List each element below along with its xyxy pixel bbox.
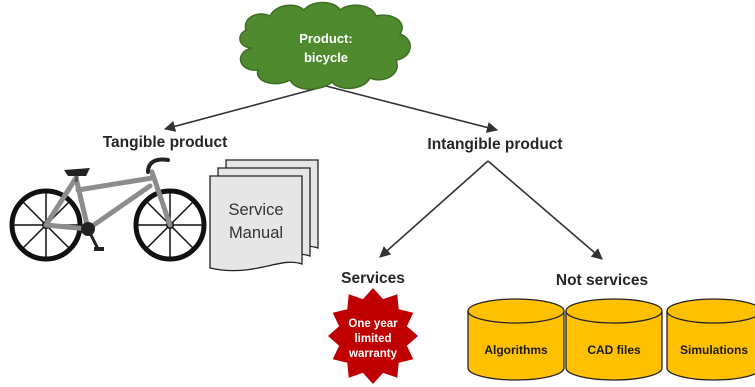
warranty-line3: warranty	[348, 348, 398, 360]
bicycle-icon	[9, 157, 207, 262]
warranty-seal-icon: One year limited warranty	[328, 288, 418, 384]
manual-label-line1: Service	[228, 201, 283, 219]
manual-label-line2: Manual	[229, 224, 283, 242]
cylinder-simulations: Simulations	[666, 298, 755, 381]
warranty-line2: limited	[354, 333, 391, 345]
services-label: Services	[341, 270, 405, 287]
simulations-label: Simulations	[680, 343, 748, 357]
cylinder-cad-files: CAD files	[565, 298, 663, 381]
intangible-product-label: Intangible product	[427, 136, 562, 153]
connectors	[163, 85, 603, 260]
tangible-product-label: Tangible product	[103, 134, 228, 151]
arrow-root-to-tangible	[163, 85, 327, 132]
root-node: Product: bicycle	[239, 1, 411, 90]
arrow-intangible-to-not-services	[487, 160, 603, 260]
warranty-line1: One year	[348, 318, 398, 330]
root-label-line1: Product:	[299, 31, 352, 46]
not-services-label: Not services	[556, 272, 648, 289]
algorithms-label: Algorithms	[484, 343, 548, 357]
root-label-line2: bicycle	[304, 50, 348, 65]
cloud-shape	[239, 1, 411, 90]
arrow-root-to-intangible	[325, 85, 499, 133]
arrow-intangible-to-services	[379, 160, 489, 258]
cad-files-label: CAD files	[587, 343, 641, 357]
seal-shape	[328, 288, 418, 384]
service-manual-icon: Service Manual	[209, 159, 319, 272]
cylinder-algorithms: Algorithms	[467, 298, 565, 381]
